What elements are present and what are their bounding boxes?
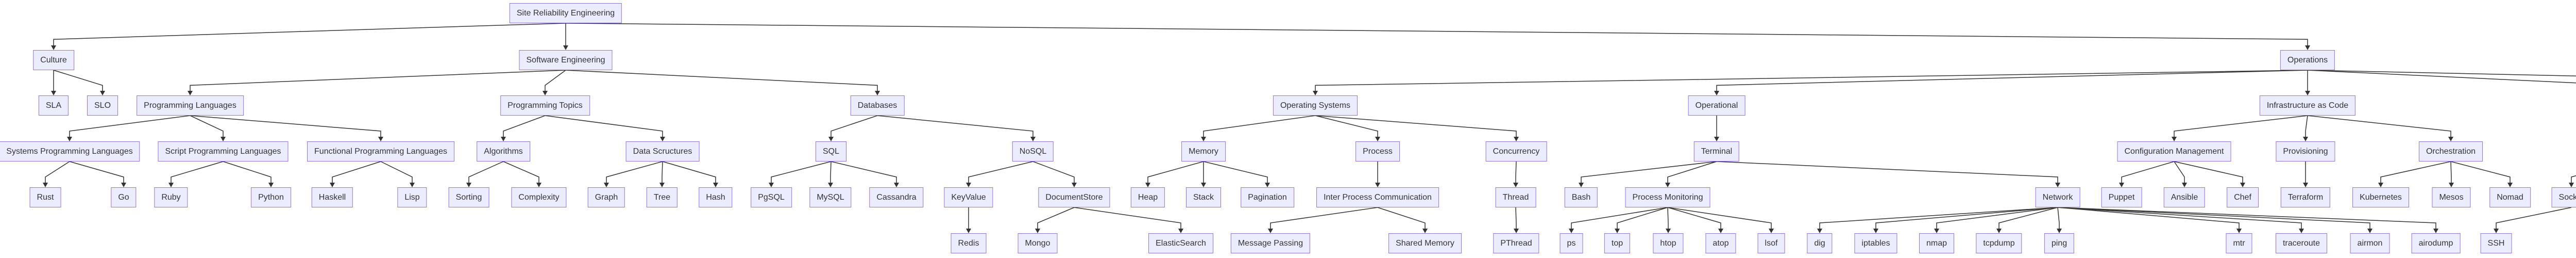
node-python: Python <box>251 187 291 207</box>
node-functional-pl: Functional Programming Languages <box>307 141 454 162</box>
node-dig: dig <box>1807 233 1833 253</box>
node-sql: SQL <box>815 141 847 162</box>
node-airodump: airodump <box>2411 233 2461 253</box>
node-haskell: Haskell <box>311 187 353 207</box>
node-heap: Heap <box>1130 187 1165 207</box>
node-operations: Operations <box>2280 50 2335 70</box>
node-ansible: Ansible <box>2163 187 2206 207</box>
node-documentstore: DocumentStore <box>1038 187 1110 207</box>
node-terraform: Terraform <box>2280 187 2331 207</box>
node-ping: ping <box>2044 233 2075 253</box>
node-lsof: lsof <box>1757 233 1785 253</box>
node-data-structures: Data Scructures <box>625 141 700 162</box>
node-sla: SLA <box>38 95 69 116</box>
node-process-monitoring: Process Monitoring <box>1625 187 1710 207</box>
node-atop: atop <box>1705 233 1736 253</box>
node-databases: Databases <box>850 95 905 116</box>
node-mtr: mtr <box>2226 233 2252 253</box>
node-network: Network <box>2035 187 2080 207</box>
node-systems-pl: Systems Programming Languages <box>0 141 140 162</box>
node-nomad: Nomad <box>2489 187 2531 207</box>
node-algorithms: Algorithms <box>477 141 530 162</box>
node-airmon: airmon <box>2350 233 2390 253</box>
node-mysql: MySQL <box>809 187 852 207</box>
node-nosql: NoSQL <box>1012 141 1054 162</box>
node-ipc: Inter Process Communication <box>1316 187 1439 207</box>
node-traceroute: traceroute <box>2275 233 2328 253</box>
node-stack: Stack <box>1185 187 1222 207</box>
node-ps: ps <box>1560 233 1583 253</box>
node-slo: SLO <box>87 95 118 116</box>
node-script-pl: Script Programming Languages <box>158 141 289 162</box>
node-ssh: SSH <box>2480 233 2512 253</box>
node-mesos: Mesos <box>2432 187 2471 207</box>
node-configuration-management: Configuration Management <box>2117 141 2231 162</box>
node-lisp: Lisp <box>397 187 427 207</box>
node-shared-memory: Shared Memory <box>1388 233 1462 253</box>
node-sorting: Sorting <box>448 187 489 207</box>
node-terminal: Terminal <box>1693 141 1740 162</box>
node-tcpdump: tcpdump <box>1976 233 2022 253</box>
node-orchestration: Orchestration <box>2418 141 2483 162</box>
node-htop: htop <box>1653 233 1684 253</box>
node-infrastructure-as-code: Infrastructure as Code <box>2259 95 2356 116</box>
node-pgsql: PgSQL <box>751 187 792 207</box>
node-cassandra: Cassandra <box>869 187 924 207</box>
node-iptables: iptables <box>1854 233 1897 253</box>
node-rust: Rust <box>29 187 61 207</box>
node-tree: Tree <box>646 187 678 207</box>
node-complexity: Complexity <box>511 187 567 207</box>
node-keyvalue: KeyValue <box>944 187 993 207</box>
node-graph: Graph <box>587 187 625 207</box>
node-software-engineering: Software Engineering <box>519 50 613 70</box>
node-process: Process <box>1355 141 1400 162</box>
node-memory: Memory <box>1181 141 1226 162</box>
node-go: Go <box>111 187 137 207</box>
node-concurrency: Concurrency <box>1485 141 1547 162</box>
node-mongo: Mongo <box>1018 233 1058 253</box>
node-operational: Operational <box>1688 95 1745 116</box>
node-redis: Redis <box>951 233 987 253</box>
node-message-passing: Message Passing <box>1230 233 1311 253</box>
node-chef: Chef <box>2227 187 2259 207</box>
node-thread: Thread <box>1495 187 1536 207</box>
node-pthread: PThread <box>1493 233 1539 253</box>
node-provisioning: Provisioning <box>2276 141 2335 162</box>
node-programming-topics: Programming Topics <box>500 95 590 116</box>
node-puppet: Puppet <box>2101 187 2142 207</box>
node-nmap: nmap <box>1919 233 1955 253</box>
node-kubernetes: Kubernetes <box>2352 187 2409 207</box>
node-pagination: Pagination <box>1241 187 1294 207</box>
node-hash: Hash <box>699 187 733 207</box>
node-operating-systems: Operating Systems <box>1273 95 1358 116</box>
node-sre: Site Reliability Engineering <box>509 3 622 23</box>
node-socket: Socket <box>2551 187 2576 207</box>
node-programming-languages: Programming Languages <box>137 95 244 116</box>
node-culture: Culture <box>33 50 74 70</box>
node-bash: Bash <box>1564 187 1598 207</box>
node-top: top <box>1604 233 1631 253</box>
node-ruby: Ruby <box>154 187 188 207</box>
node-elasticsearch: ElasticSearch <box>1148 233 1213 253</box>
